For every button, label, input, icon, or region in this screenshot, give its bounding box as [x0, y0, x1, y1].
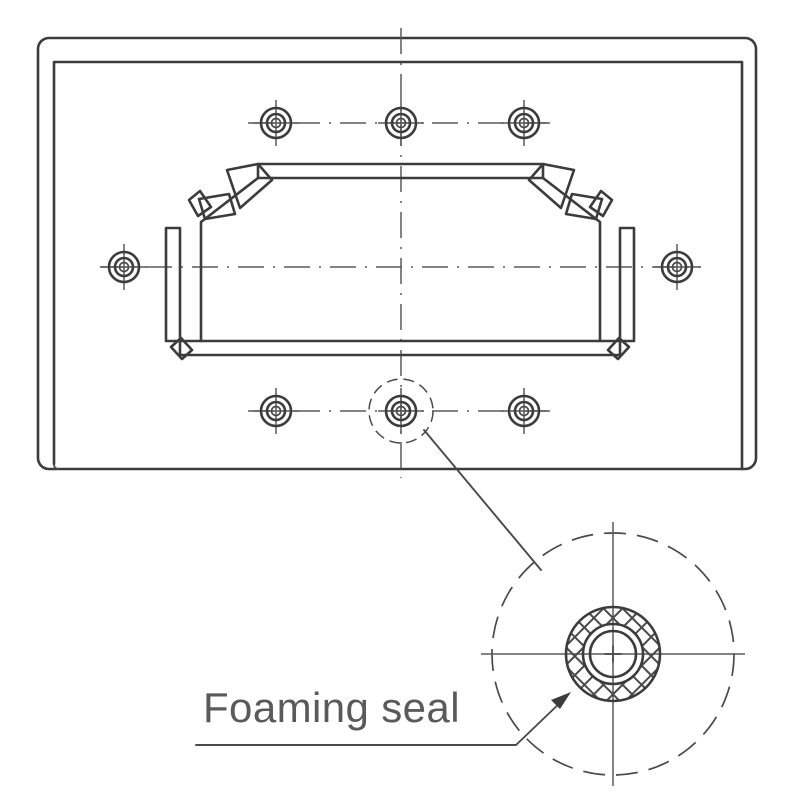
bolt-hole-ring-0	[507, 106, 541, 140]
bolt-hole-ring-2	[518, 405, 530, 417]
plate-outline	[36, 36, 758, 471]
hatch-line	[582, 623, 660, 701]
annotation-group: Foaming seal	[195, 684, 571, 746]
detail-bolt-ring-outer	[588, 629, 638, 679]
foaming-seal-label: Foaming seal	[203, 684, 460, 731]
gasket-outline	[164, 162, 636, 361]
hatch-line	[565, 642, 625, 701]
bolt-hole-ring-0	[107, 250, 141, 284]
bolt-hole-ring-0	[384, 106, 418, 140]
bolt-hole-bottom-left	[253, 388, 299, 434]
hatch-line	[565, 607, 660, 701]
bolt-holes-group	[101, 100, 700, 434]
bolt-hole-ring-1	[513, 112, 535, 134]
bolt-hole-ring-2	[395, 405, 407, 417]
gasket-ul-corner-diamond	[187, 189, 213, 218]
bolt-hole-ring-1	[113, 256, 135, 278]
bolt-hole-top-left	[253, 100, 299, 146]
seal-inner-circle	[581, 622, 645, 686]
gasket-ul-diagonal-strip	[225, 162, 274, 210]
bolt-hole-mid-left	[101, 244, 147, 290]
hatch-line	[608, 607, 660, 659]
hatch-line	[601, 642, 660, 701]
bolt-hole-mid-right	[654, 244, 700, 290]
gasket-ll-corner-diamond	[169, 336, 194, 361]
bolt-hole-ring-1	[513, 400, 535, 422]
bolt-hole-ring-2	[118, 261, 130, 273]
bolt-hole-ring-1	[390, 400, 412, 422]
hatch-line	[565, 607, 660, 701]
bolt-hole-ring-2	[270, 405, 282, 417]
gasket-right-end-strip	[618, 226, 636, 343]
hatch-line	[565, 607, 660, 701]
plate-inner-bottom-corner	[53, 463, 60, 470]
hatch-line	[565, 632, 635, 701]
hatch-line	[591, 632, 660, 701]
detail-marker-circle	[368, 378, 434, 444]
bolt-hole-ring-0	[259, 106, 293, 140]
hatch-line	[565, 607, 637, 678]
bolt-hole-bottom-right	[501, 388, 547, 434]
bolt-hole-ring-0	[507, 394, 541, 428]
detail-center-cross-icon	[604, 645, 622, 663]
bolt-hole-ring-0	[384, 394, 418, 428]
plate-outer-rect	[36, 36, 758, 471]
bolt-hole-ring-0	[660, 250, 694, 284]
hatch-lines-45deg	[565, 607, 660, 701]
gasket-ur-diagonal-strip	[527, 162, 576, 210]
seal-outer-circle	[564, 605, 662, 703]
bolt-hole-top-right	[501, 100, 547, 146]
hatch-lines-135deg	[565, 607, 660, 701]
hatch-line	[589, 607, 660, 678]
bolt-hole-bottom-center	[378, 388, 424, 434]
label-arrow-head-icon	[551, 692, 571, 709]
gasket-ur-corner-diamond	[588, 189, 614, 218]
hatch-line	[565, 607, 618, 659]
bolt-hole-ring-2	[518, 117, 530, 129]
bolt-hole-ring-1	[265, 112, 287, 134]
detail-view-leader-line	[423, 429, 542, 571]
bolt-hole-ring-1	[390, 112, 412, 134]
hatch-line	[565, 607, 647, 688]
bolt-hole-ring-0	[259, 394, 293, 428]
plate-inner-offset	[52, 60, 744, 471]
gasket-bottom-band	[178, 339, 622, 357]
bolt-hole-ring-1	[666, 256, 688, 278]
detail-view	[481, 522, 745, 786]
gasket-body-outline	[199, 176, 260, 343]
gasket-left-end-strip	[164, 226, 182, 343]
bolt-hole-ring-2	[270, 117, 282, 129]
label-arrow-shaft	[515, 699, 564, 746]
bolt-hole-ring-2	[671, 261, 683, 273]
bolt-hole-ring-2	[395, 117, 407, 129]
bolt-hole-top-center	[378, 100, 424, 146]
gasket-lr-corner-diamond	[606, 336, 631, 361]
hatch-line	[565, 623, 644, 701]
bolt-hole-ring-1	[265, 400, 287, 422]
gasket-body-outline-right	[541, 176, 602, 343]
hatch-line	[579, 607, 660, 688]
